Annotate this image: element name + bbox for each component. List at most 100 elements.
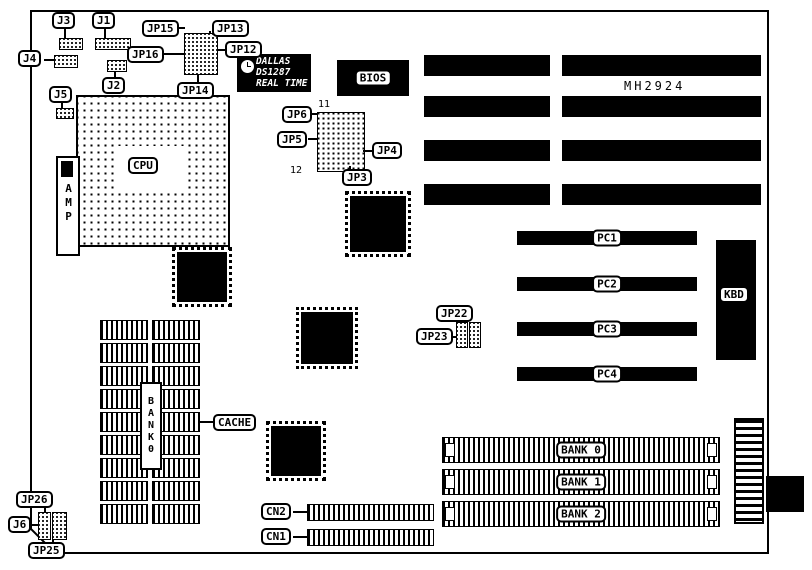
callout-jp15-label: JP15 [147,22,174,35]
callout-jp6-label: JP6 [287,108,307,121]
cache-socket [100,481,148,501]
callout-j6-label: J6 [13,518,27,531]
kbd-label-text: KBD [724,288,744,301]
cache-socket [100,366,148,386]
leader-line [44,507,46,512]
board-part-number: MH2924 [624,79,686,93]
leader-line [32,524,38,526]
jumper-j1 [95,38,131,50]
cache-label: CACHE [213,414,257,431]
callout-jp22: JP22 [436,305,473,322]
callout-jp12-label: JP12 [230,43,257,56]
simm-bank1-label: BANK 1 [556,473,606,491]
leader-line [44,59,54,61]
isa-slot-2-long [562,96,761,117]
callout-j2-label: J2 [107,79,121,92]
rtc-line1: DALLAS [256,56,291,67]
pin-number-12: 12 [290,165,303,176]
cache-socket [100,412,148,432]
isa-slot-3-short [424,140,550,161]
power-connector [734,418,764,524]
callout-j4-label: J4 [23,52,37,65]
qfp-chip-2-body [177,252,227,302]
simm-slot-bank1: BANK 1 [442,469,720,495]
callout-j3-label: J3 [57,14,71,27]
leader-line [216,49,225,51]
rtc-line2: DS1287 [256,67,291,78]
callout-j4: J4 [18,50,42,67]
cache-socket [152,481,200,501]
simm-bank2-label: BANK 2 [556,505,606,523]
cn2-connector [307,504,434,521]
amp-connector: AMP [56,156,80,256]
callout-jp5-label: JP5 [282,133,302,146]
pin-number-11: 11 [318,99,331,110]
leader-line [197,74,199,82]
slot-pc2-label: PC2 [592,275,622,293]
cache-label-text: CACHE [218,416,252,429]
qfp-chip-4 [266,421,326,481]
jumper-j6 [38,512,51,540]
callout-jp12: JP12 [225,41,262,58]
callout-j5: J5 [49,86,73,103]
callout-jp4-label: JP4 [377,144,397,157]
simm-bank0-label: BANK 0 [556,441,606,459]
callout-jp23: JP23 [416,328,453,345]
cache-socket [100,343,148,363]
isa-slot-4-long [562,184,761,205]
isa-slot-4-short [424,184,550,205]
cache-socket [152,412,200,432]
callout-jp23-label: JP23 [421,330,448,343]
callout-jp5: JP5 [277,131,307,148]
leader-line [293,511,307,513]
external-connector [766,476,804,512]
simm-slot-bank0: BANK 0 [442,437,720,463]
isa-slot-3-long [562,140,761,161]
callout-jp25-label: JP25 [33,544,60,557]
slot-pc4: PC4 [517,365,697,383]
slot-pc1-label: PC1 [592,229,622,247]
jumper-jp23 [456,322,468,348]
jumper-jp25-jp26 [52,512,67,540]
callout-jp15: JP15 [142,20,179,37]
cache-bank0-vertical-label: BANK0 [140,382,162,470]
jumper-j4 [54,55,78,68]
cache-socket [152,435,200,455]
callout-j1-label: J1 [97,14,111,27]
callout-jp16-label: JP16 [132,48,159,61]
qfp-chip-1 [345,191,411,257]
cn1-connector [307,529,434,546]
leader-line [177,27,185,29]
callout-j1: J1 [92,12,116,29]
callout-jp14: JP14 [177,82,214,99]
jumper-cluster-jp12-jp16 [184,33,218,75]
slot-pc1: PC1 [517,229,697,247]
leader-line [163,53,184,55]
rtc-chip: DALLAS DS1287 REAL TIME [237,54,311,92]
qfp-chip-3-body [301,312,353,364]
isa-slot-1-long [562,55,761,76]
rtc-line3: REAL TIME [256,78,308,89]
cache-socket [100,458,148,478]
leader-line [312,113,317,115]
callout-cn2: CN2 [261,503,291,520]
callout-j6: J6 [8,516,32,533]
callout-cn2-label: CN2 [266,505,286,518]
isa-slot-1-short [424,55,550,76]
callout-j2: J2 [102,77,126,94]
pga-chip-small [317,112,365,172]
callout-jp22-label: JP22 [441,307,468,320]
clock-icon [241,60,254,73]
callout-jp26: JP26 [16,491,53,508]
leader-line [104,28,106,38]
cache-socket [152,366,200,386]
jumper-j2 [107,60,127,72]
qfp-chip-1-body [350,196,406,252]
cpu-label-text: CPU [133,159,153,172]
callout-jp3-label: JP3 [347,171,367,184]
callout-jp13: JP13 [212,20,249,37]
amp-label: AMP [62,182,75,224]
bios-chip: BIOS [337,60,409,96]
slot-pc2: PC2 [517,275,697,293]
